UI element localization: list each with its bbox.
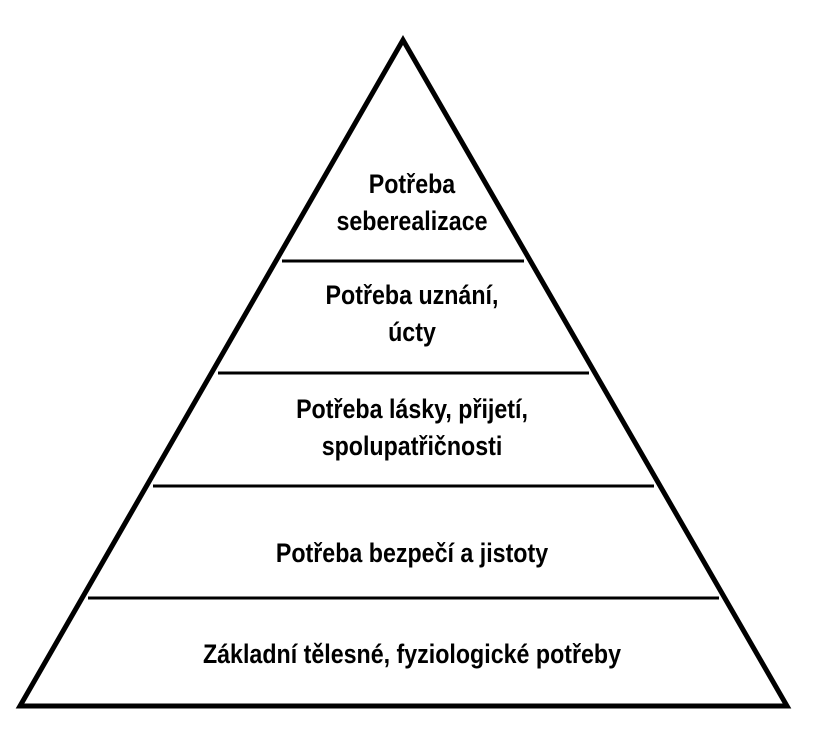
level-esteem-line2: úcty <box>387 317 436 347</box>
level-esteem-line1: Potřeba uznání, <box>325 280 498 310</box>
level-safety-line1: Potřeba bezpečí a jistoty <box>275 538 548 568</box>
level-belonging-line1: Potřeba lásky, přijetí, <box>295 394 528 424</box>
level-esteem: Potřeba uznání, úcty <box>325 277 498 351</box>
level-self-actualization-line1: Potřeba <box>368 169 455 199</box>
level-self-actualization: Potřeba seberealizace <box>336 166 487 240</box>
level-physiological-line1: Základní tělesné, fyziologické potřeby <box>202 639 621 669</box>
level-safety: Potřeba bezpečí a jistoty <box>275 535 547 572</box>
level-physiological: Základní tělesné, fyziologické potřeby <box>202 636 620 673</box>
level-belonging-line2: spolupatřičnosti <box>321 431 502 461</box>
level-belonging: Potřeba lásky, přijetí, spolupatřičnosti <box>296 391 528 465</box>
level-self-actualization-line2: seberealizace <box>335 206 488 236</box>
